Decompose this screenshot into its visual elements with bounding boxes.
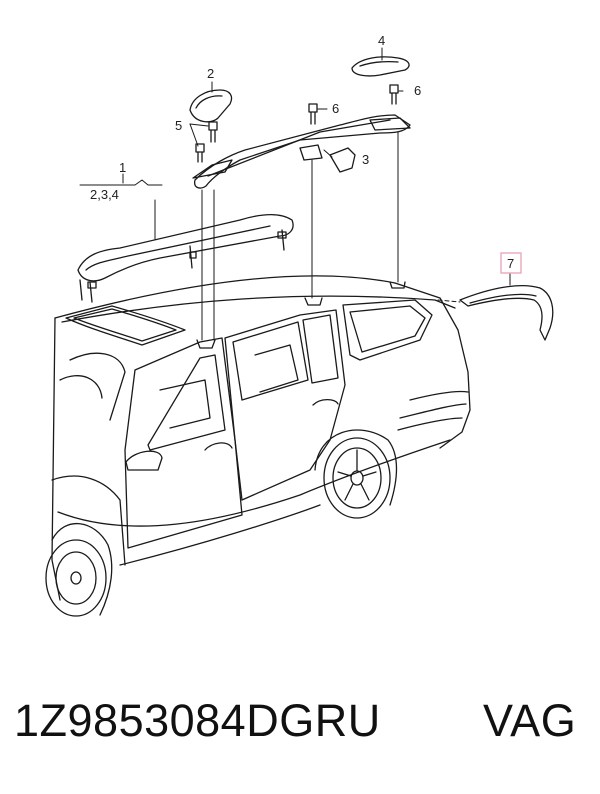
- roof-rail-mounts: [79, 229, 406, 349]
- car-body-outline: [51, 275, 471, 601]
- roof-rail-left: [77, 214, 294, 282]
- callout-1-subparts: 2,3,4: [90, 187, 119, 202]
- roof-rail-upper: [192, 114, 411, 189]
- callout-1: 1: [119, 160, 126, 175]
- leader-lines: [79, 47, 511, 341]
- interior-seats: [59, 344, 299, 429]
- rear-door: [224, 309, 346, 501]
- callout-4: 4: [378, 33, 385, 48]
- callout-6-middle: 6: [332, 101, 339, 116]
- rear-quarter-window: [342, 299, 433, 361]
- callout-7: 7: [507, 256, 514, 271]
- end-cap-rear: [351, 56, 410, 77]
- parts-diagram: 1 2,3,4 2 3 4 5 6 6 7: [45, 33, 554, 617]
- end-cap-front: [189, 89, 233, 123]
- callout-3: 3: [362, 152, 369, 167]
- sunroof: [65, 305, 186, 346]
- callout-2: 2: [207, 66, 214, 81]
- front-wheel: [45, 523, 113, 617]
- callout-7-highlight: [500, 252, 522, 274]
- part-number: 1Z9853084DGRU: [14, 695, 381, 746]
- callout-6-rear: 6: [414, 83, 421, 98]
- front-door: [124, 337, 243, 549]
- bolts: [87, 84, 399, 289]
- brand-name: VAG: [483, 695, 577, 746]
- tailgate-trim: [459, 285, 554, 341]
- callout-5: 5: [175, 118, 182, 133]
- middle-support: [299, 144, 356, 173]
- rear-wheel: [314, 429, 398, 519]
